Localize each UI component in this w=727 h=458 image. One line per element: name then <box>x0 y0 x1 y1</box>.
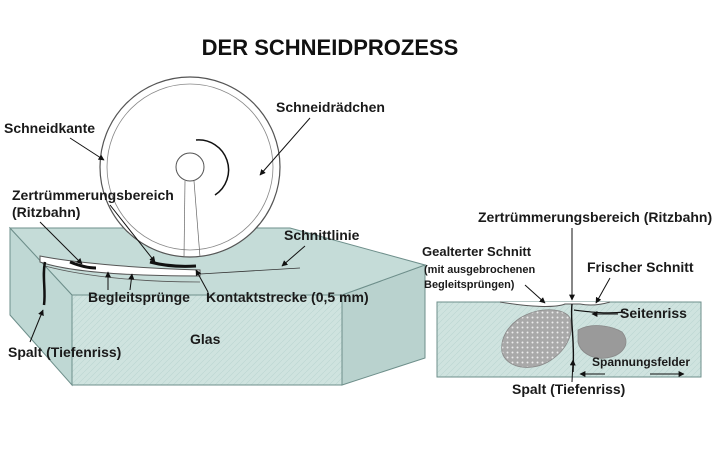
label-crush-zone-line1: Zertrümmerungsbereich <box>12 187 174 203</box>
pointer-side-cracks-b <box>128 273 135 291</box>
label-glass: Glas <box>190 331 221 347</box>
label-aged-cut-note-line2: Begleitsprüngen) <box>424 279 515 291</box>
pointer-aged-cut <box>524 284 546 304</box>
label-fresh-cut: Frischer Schnitt <box>587 259 694 275</box>
fractured-area-large <box>501 309 572 368</box>
side-crack <box>573 309 626 314</box>
label-cut-line: Schnittlinie <box>284 227 360 243</box>
contact-mark <box>149 260 197 268</box>
label-crush-zone-right: Zertrümmerungsbereich (Ritzbahn) <box>478 209 712 225</box>
label-side-cracks: Begleitsprünge <box>88 289 190 305</box>
gap-crack <box>42 261 47 306</box>
label-crush-zone-line2: (Ritzbahn) <box>12 204 80 220</box>
scribe-groove-lower <box>44 265 201 283</box>
pointer-gap-right <box>569 359 576 383</box>
label-side-crack: Seitenriss <box>620 305 687 321</box>
cutting-wheel <box>99 76 281 258</box>
pointer-crush-zone-1 <box>39 221 83 265</box>
right-glass-section <box>436 301 702 378</box>
label-cutting-edge: Schneidkante <box>4 120 95 136</box>
label-aged-cut: Gealterter Schnitt <box>422 244 532 259</box>
cross-section-notch <box>499 301 611 307</box>
pointer-cutting-edge <box>69 137 105 161</box>
left-glass-block <box>8 226 427 387</box>
wheel-spoke-a <box>183 180 186 258</box>
page-title: DER SCHNEIDPROZESS <box>202 35 459 60</box>
label-contact-length: Kontaktstrecke (0,5 mm) <box>206 289 369 305</box>
label-gap-left: Spalt (Tiefenriss) <box>8 344 121 360</box>
pointer-cutting-wheel <box>259 117 311 176</box>
cut-line-mark <box>199 267 301 275</box>
fractured-area-small <box>577 325 627 359</box>
wheel-spoke-b <box>193 180 201 258</box>
pointer-cut-line <box>281 245 306 267</box>
wheel-hub <box>175 152 205 182</box>
label-gap-right: Spalt (Tiefenriss) <box>512 381 625 397</box>
crush-mark <box>69 260 97 270</box>
label-cutting-wheel: Schneidrädchen <box>276 99 385 115</box>
label-aged-cut-note-line1: (mit ausgebrochenen <box>424 264 536 276</box>
wheel-inner-ring <box>106 83 274 251</box>
pointer-crush-zone-2 <box>109 204 156 263</box>
pointer-fresh-cut <box>595 277 611 304</box>
pointer-gap-left <box>29 309 44 343</box>
pointer-contact-length <box>195 269 209 293</box>
rotation-arc <box>195 139 230 196</box>
label-stress-fields: Spannungsfelder <box>592 355 690 369</box>
